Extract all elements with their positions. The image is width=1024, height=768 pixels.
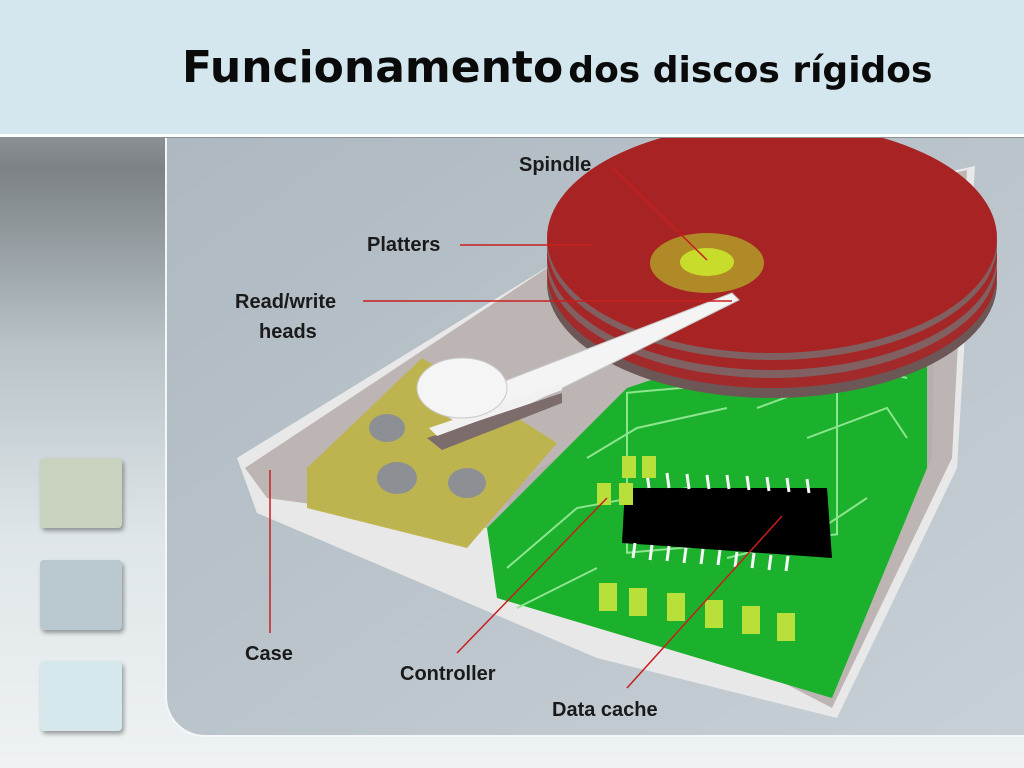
slide-title: Funcionamento dos discos rígidos	[182, 42, 932, 93]
leader-lines	[269, 167, 783, 689]
spindle-center	[680, 248, 734, 276]
label-readwrite-line1: Read/write	[235, 291, 336, 313]
label-platters: Platters	[367, 234, 440, 256]
title-rest: dos discos rígidos	[568, 50, 933, 91]
rw-pivot	[416, 357, 508, 419]
label-spindle: Spindle	[519, 154, 591, 176]
title-main: Funcionamento	[182, 42, 564, 93]
decorative-swatch-2	[40, 560, 122, 630]
label-case: Case	[245, 643, 293, 665]
label-readwrite-line2: heads	[259, 321, 317, 343]
decorative-swatch-1	[40, 458, 122, 528]
platter-top	[547, 138, 997, 353]
title-bar: Funcionamento dos discos rígidos	[0, 0, 1024, 137]
decorative-swatch-3	[40, 661, 122, 731]
spindle-leader	[612, 167, 708, 261]
data-cache-chip	[622, 472, 832, 572]
rw-arm-lower-1	[427, 393, 562, 450]
hard-disk-diagram: 1010101010101010101010 01010101010101010…	[165, 138, 1024, 737]
controller-chips	[597, 456, 795, 641]
diagram-svg: 1010101010101010101010 01010101010101010…	[167, 138, 1024, 735]
label-controller: Controller	[400, 663, 496, 685]
label-data-cache: Data cache	[552, 699, 658, 721]
data-cache-leader	[626, 515, 783, 689]
controller-leader	[456, 497, 608, 654]
rw-arm-lower-2	[429, 383, 562, 436]
